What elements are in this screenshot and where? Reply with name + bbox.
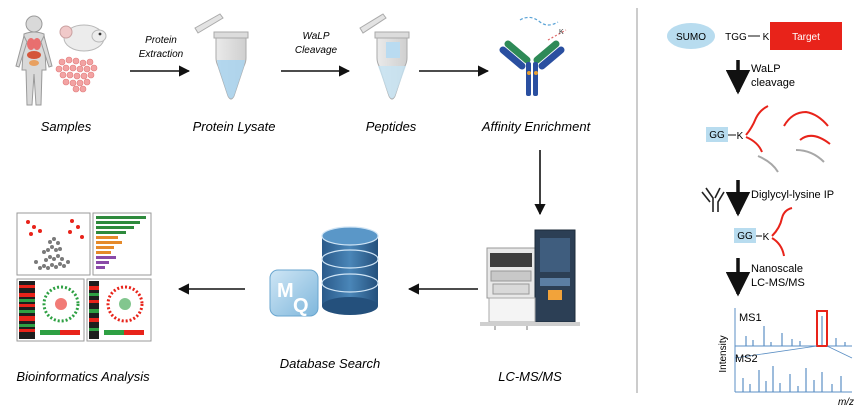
gg-label-2: GG xyxy=(737,231,753,242)
tgg-label: TGG xyxy=(725,32,747,43)
step-peptides-label: Peptides xyxy=(366,119,417,134)
protein-extraction-label-2: Extraction xyxy=(139,49,184,60)
walp-step-label-2: cleavage xyxy=(751,77,795,89)
heatmap-network-thumbnail-1 xyxy=(16,278,85,342)
svg-text:Q: Q xyxy=(293,295,309,317)
enriched-peptide: GG K xyxy=(734,207,793,257)
sumo-target-construct: SUMO TGG K Target xyxy=(667,22,842,50)
heatmap-network-thumbnail-2 xyxy=(86,278,152,342)
step-lc-msms-label: LC-MS/MS xyxy=(498,369,562,384)
antibody-small-icon xyxy=(701,187,725,212)
walp-step-label-1: WaLP xyxy=(751,63,781,75)
diglycyl-ip-label: Diglycyl-lysine IP xyxy=(751,189,834,201)
k-label-2: K xyxy=(763,232,770,243)
walp-cleavage-label-1: WaLP xyxy=(302,31,329,42)
step-bioinformatics-label: Bioinformatics Analysis xyxy=(16,369,150,384)
cell-cluster-icon xyxy=(55,56,98,93)
svg-text:K: K xyxy=(559,29,564,36)
walp-cleavage-label-2: Cleavage xyxy=(295,45,338,56)
protein-extraction-label-1: Protein xyxy=(145,35,177,46)
k-label-1: K xyxy=(737,131,744,142)
ms-spectra: MS1 MS2 Intensity m/z xyxy=(718,308,854,408)
step-affinity-enrichment-label: Affinity Enrichment xyxy=(481,119,592,134)
svg-text:M: M xyxy=(277,280,294,302)
volcano-plot-thumbnail xyxy=(16,212,91,276)
ms1-label: MS1 xyxy=(739,312,762,324)
mz-axis-label: m/z xyxy=(838,397,854,408)
peptides-tube-icon xyxy=(359,13,410,100)
workflow-arrows xyxy=(130,65,546,295)
nanoscale-label-1: Nanoscale xyxy=(751,263,803,275)
step-database-search-label: Database Search xyxy=(280,356,380,371)
step-samples-label: Samples xyxy=(41,119,92,134)
target-label: Target xyxy=(792,32,820,43)
gg-label-1: GG xyxy=(709,130,725,141)
lc-ms-instrument-icon xyxy=(480,229,580,330)
maxquant-logo: M Q xyxy=(269,269,319,317)
samples-illustration xyxy=(15,15,107,106)
ms2-label: MS2 xyxy=(735,353,758,365)
human-figure-icon xyxy=(15,15,53,106)
sumo-label: SUMO xyxy=(676,32,706,43)
cleaved-peptides: GG K xyxy=(706,105,831,173)
step-protein-lysate-label: Protein Lysate xyxy=(193,119,276,134)
mouse-icon xyxy=(59,24,107,52)
nanoscale-label-2: LC-MS/MS xyxy=(751,277,805,289)
lysate-tube-icon xyxy=(194,13,249,100)
side-panel: SUMO TGG K Target WaLP cleavage GG K xyxy=(667,22,854,408)
organs-icon xyxy=(27,38,41,66)
database-icon xyxy=(321,226,379,315)
lysine-k-label: K xyxy=(763,32,770,43)
bar-chart-thumbnail xyxy=(92,212,152,276)
antibody-icon: K xyxy=(499,16,567,96)
intensity-axis-label: Intensity xyxy=(718,335,729,372)
